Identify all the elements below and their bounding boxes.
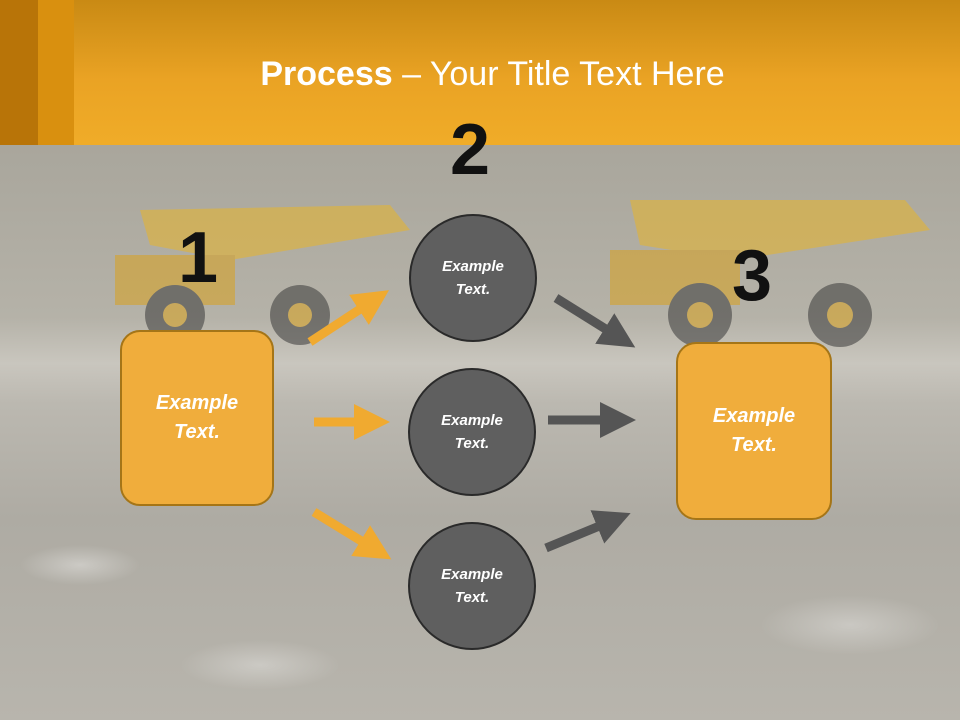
title-rest: – Your Title Text Here (392, 55, 725, 93)
dump-truck-image-left (115, 205, 410, 345)
header-accent-band (0, 0, 38, 145)
circle-middle[interactable]: Example Text. (408, 368, 536, 496)
title-bar (0, 0, 960, 145)
step-number-3: 3 (732, 236, 773, 316)
gray-arrow-down (553, 294, 636, 348)
left-box-text: Example Text. (155, 392, 239, 443)
circle-bottom[interactable]: Example Text. (408, 522, 536, 650)
circle-top[interactable]: Example Text. (409, 214, 537, 342)
header-accent-band (38, 0, 74, 145)
right-box-text: Example Text. (712, 405, 796, 456)
circle-middle-text: Example Text. (441, 412, 503, 452)
circle-bottom-text: Example Text. (441, 566, 503, 606)
step-number-2: 2 (450, 110, 491, 190)
title-bold: Process (260, 55, 393, 93)
dump-truck-image-right (610, 200, 930, 347)
left-text-box[interactable]: Example Text. (120, 330, 274, 506)
right-text-box[interactable]: Example Text. (676, 342, 832, 520)
step-number-1: 1 (178, 218, 219, 298)
orange-arrow-down (311, 508, 392, 560)
orange-arrow-up (307, 290, 390, 346)
gray-arrow-up (544, 510, 631, 553)
circle-top-text: Example Text. (442, 258, 504, 298)
slide-title: Process – Your Title Text Here (0, 55, 960, 94)
